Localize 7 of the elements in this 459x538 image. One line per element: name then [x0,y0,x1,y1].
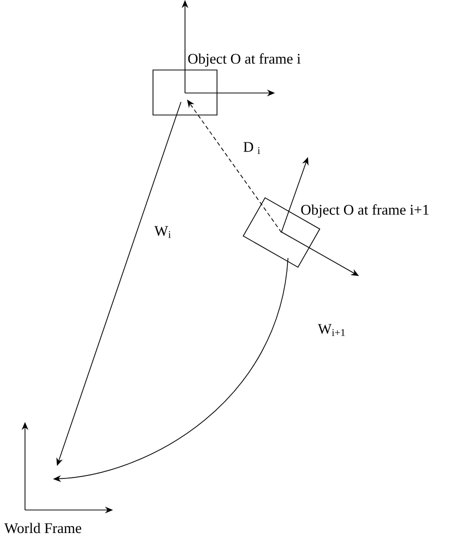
frame-label: Object O at frame i [188,53,301,67]
edge-label: W$_{i+1}$ [316,322,348,338]
edge-label: W$_{i}$ [152,224,173,240]
frame-label: Object O at frame i+1 [301,204,429,218]
arrow [187,100,282,233]
edge-label: D $_{i}$ [242,140,262,156]
frame-label: World Frame [4,522,82,534]
